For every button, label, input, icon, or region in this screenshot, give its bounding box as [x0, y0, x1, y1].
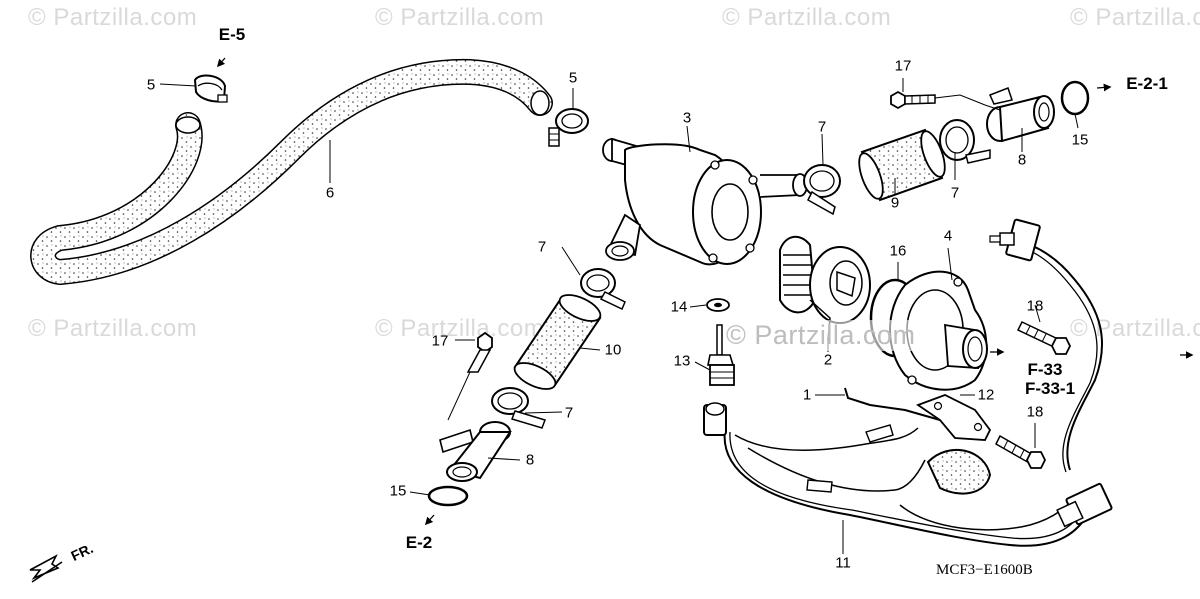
ref-label-e21: E-2-1 [1126, 74, 1168, 93]
hose-clamp-5-right [548, 108, 589, 147]
part-label-18-upper: 18 [1026, 297, 1044, 315]
center-watermark: © Partzilla.com [726, 320, 916, 351]
part-label-7-d: 7 [564, 404, 574, 422]
hose-clamp-5-left [193, 74, 228, 103]
part-label-3: 3 [682, 109, 692, 127]
thermostat-cover-4 [889, 270, 988, 391]
pipe-joint-8-lower [439, 421, 512, 482]
part-label-2: 2 [823, 351, 833, 369]
hose-10 [513, 294, 602, 390]
diagram-code: MCF3−E1600B [936, 562, 1033, 578]
part-label-17-lower: 17 [431, 332, 449, 350]
clip-1 [844, 387, 941, 421]
hose-9 [858, 128, 946, 202]
part-label-11: 11 [835, 554, 851, 572]
watermark: © Partzilla.com [1070, 4, 1200, 31]
watermark: © Partzilla.com [28, 315, 198, 342]
thermostat-housing-3 [602, 137, 808, 266]
washer-14 [706, 298, 730, 312]
hose-clamp-7-a [803, 164, 841, 216]
o-ring-15-lower [427, 485, 469, 507]
part-label-8-upper: 8 [1017, 151, 1027, 169]
hose-clamp-7-d [491, 387, 546, 429]
hose-6 [30, 58, 553, 285]
ref-label-f33: F-33 [1027, 360, 1063, 379]
part-label-6: 6 [325, 184, 335, 202]
ref-label-e5: E-5 [218, 25, 246, 44]
part-label-14: 14 [670, 298, 688, 316]
part-label-16: 16 [889, 242, 907, 260]
reference-arrows [216, 57, 1194, 526]
bolt-17-upper [890, 90, 936, 110]
temperature-sensor-13 [707, 324, 735, 386]
pipe-joint-8-upper [986, 87, 1055, 143]
part-label-8-lower: 8 [525, 451, 535, 469]
wire-harness-11 [703, 218, 1113, 547]
part-label-13: 13 [673, 352, 691, 370]
ref-label-e2: E-2 [405, 533, 433, 552]
watermark: © Partzilla.com [375, 4, 545, 31]
o-ring-15-upper [1060, 80, 1090, 116]
part-label-1: 1 [802, 386, 812, 404]
bolt-18-upper [1016, 321, 1072, 355]
part-label-7-b: 7 [950, 184, 960, 202]
part-label-18-lower: 18 [1026, 403, 1044, 421]
part-label-15-lower: 15 [389, 482, 407, 500]
watermark: © Partzilla.com [28, 4, 198, 31]
part-label-15-upper: 15 [1071, 131, 1089, 149]
bracket-12 [916, 394, 992, 441]
watermark: © Partzilla.com [722, 4, 892, 31]
ref-label-f331: F-33-1 [1024, 379, 1076, 398]
hose-clamp-7-b [939, 119, 991, 164]
thermostat-2 [779, 235, 871, 341]
part-label-12: 12 [977, 386, 995, 404]
part-label-17-upper: 17 [894, 57, 912, 75]
part-label-5-right: 5 [568, 69, 578, 87]
hose-clamp-7-c [580, 268, 626, 311]
bolt-18-lower [995, 434, 1047, 469]
part-label-7-a: 7 [817, 118, 827, 136]
front-direction-arrow [29, 554, 63, 583]
part-label-7-c: 7 [537, 238, 547, 256]
part-label-4: 4 [943, 227, 953, 245]
watermark: © Partzilla.com [375, 315, 545, 342]
part-label-5-left: 5 [146, 76, 156, 94]
bolt-17-lower [466, 331, 493, 373]
leader-lines [159, 78, 1079, 554]
part-label-9: 9 [890, 194, 900, 212]
part-label-10: 10 [604, 341, 622, 359]
